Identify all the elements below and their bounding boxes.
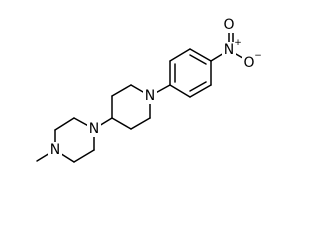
bond-phenyl-5 bbox=[189, 84, 212, 98]
charge-o-nitro-minus: − bbox=[254, 51, 262, 61]
bond-piperidine-5 bbox=[130, 117, 151, 130]
bonds bbox=[36, 26, 249, 163]
atom-n-piperidine: N bbox=[145, 88, 155, 104]
bond-piperazine-2 bbox=[73, 149, 95, 163]
bond-piperazine-5 bbox=[54, 117, 75, 131]
bond-phenyl-6 bbox=[169, 84, 191, 98]
atom-n-piperazine-upper: N bbox=[89, 121, 99, 137]
chemical-structure-diagram: N N N N + O O − bbox=[36, 17, 262, 163]
atom-o-nitro-top: O bbox=[223, 17, 234, 33]
bond-piperidine-2 bbox=[111, 84, 132, 97]
bond-phenyl-2 bbox=[169, 48, 191, 62]
atom-n-piperazine-lower: N bbox=[50, 142, 60, 158]
bond-phenyl-5-inner bbox=[189, 81, 207, 92]
charge-n-nitro-plus: + bbox=[234, 38, 242, 48]
bond-phenyl-3 bbox=[189, 48, 212, 62]
bond-piperidine-6 bbox=[111, 117, 132, 130]
atom-labels: N N N N + O O − bbox=[48, 17, 262, 158]
bond-phenyl-3-inner bbox=[189, 54, 207, 65]
atom-n-nitro: N bbox=[224, 42, 234, 58]
atom-o-nitro-right: O bbox=[243, 55, 254, 71]
